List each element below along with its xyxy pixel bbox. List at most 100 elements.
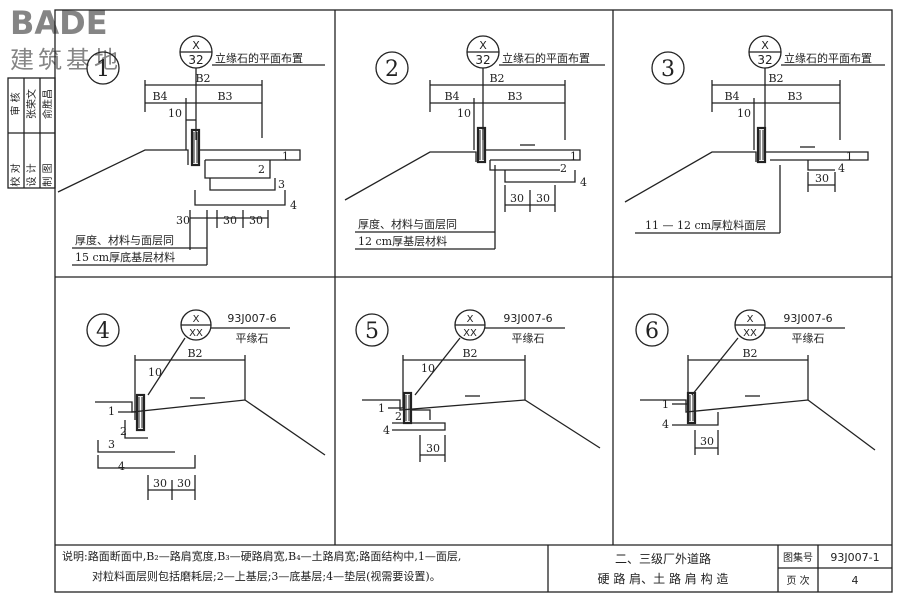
panel-5: 5 X XX 93J007-6 平缘石 B2 10 1 2 4 30 — [355, 309, 601, 462]
panel-5-ref-top: X — [467, 314, 474, 325]
panel-1-ref-top: X — [192, 39, 200, 52]
panel-5-ref-bottom: XX — [463, 328, 477, 339]
panel-1-note-2: 15 cm厚底基层材料 — [75, 250, 175, 264]
panel-4-layer-1: 1 — [108, 405, 115, 418]
panel-2-dim-b2: B2 — [489, 72, 504, 85]
panel-5-layer-1: 1 — [378, 402, 385, 415]
panel-2-caption: 立缘石的平面布置 — [502, 51, 590, 65]
drawing-title-1: 二、三级厂外道路 — [615, 551, 711, 566]
atlas-value: 93J007-1 — [830, 551, 879, 564]
panel-2-ref-bottom: 32 — [475, 53, 490, 67]
panel-4-number-circle — [86, 313, 120, 347]
panel-5-dim-10: 10 — [421, 362, 435, 375]
panel-6-caption: 平缘石 — [792, 332, 825, 345]
panel-4-ref-bottom: XX — [189, 328, 203, 339]
panel-6-ref-top: X — [747, 314, 754, 325]
panel-2-number-circle — [375, 51, 409, 85]
watermark-cn: 建筑基地 — [10, 46, 122, 74]
atlas-label: 图集号 — [783, 551, 813, 564]
panel-2-ref-top: X — [479, 39, 487, 52]
panel-6-dim-30: 30 — [700, 435, 714, 448]
panel-2-layer-4: 4 — [580, 176, 587, 189]
panel-6-ref-code: 93J007-6 — [783, 312, 832, 325]
panel-2-dim-30b: 30 — [536, 192, 550, 205]
page-value: 4 — [852, 574, 859, 587]
panel-1-number-circle — [86, 51, 120, 85]
role-review: 审 核 — [9, 92, 22, 115]
panel-6-dim-b2: B2 — [742, 347, 757, 360]
panel-1-dim-30b: 30 — [223, 214, 237, 227]
role-draw: 制 图 — [41, 163, 54, 186]
panel-2-layer-2: 2 — [560, 162, 567, 175]
panel-4-layer-2: 2 — [120, 425, 127, 438]
panel-3-layer-1: 1 — [846, 150, 853, 163]
panel-5-number-circle — [355, 313, 389, 347]
panel-3-number: 3 — [661, 57, 675, 82]
panel-3-ref-bottom: 32 — [757, 53, 772, 67]
panel-4-dim-b2: B2 — [187, 347, 202, 360]
panel-4-ref-top: X — [193, 314, 200, 325]
panel-4: 4 X XX 93J007-6 平缘石 B2 10 1 2 3 4 30 30 — [86, 309, 326, 500]
panel-2-number: 2 — [385, 57, 399, 82]
panel-2-layer-1: 1 — [570, 150, 577, 163]
notes-line-1: 说明:路面断面中,B₂—路肩宽度,B₃—硬路肩宽,B₄—土路肩宽;路面结构中,1… — [62, 549, 461, 563]
panel-2-dim-b4: B4 — [444, 90, 459, 103]
sheet-frame — [54, 9, 893, 593]
panel-1-dim-30c: 30 — [249, 214, 263, 227]
watermark-brand: BADE — [10, 4, 108, 42]
panel-4-caption: 平缘石 — [236, 332, 269, 345]
panel-3-dim-b3: B3 — [787, 90, 802, 103]
panel-1-number: 1 — [96, 57, 110, 82]
panel-3-dim-10: 10 — [737, 107, 751, 120]
drawing-title-2: 硬 路 肩、土 路 肩 构 造 — [598, 571, 729, 586]
panel-4-layer-3: 3 — [108, 438, 115, 451]
panel-1-dim-b3: B3 — [217, 90, 232, 103]
signature-block: 审 核 校 对 设 计 制 图 张荣文 俞胜昌 — [7, 77, 56, 189]
panel-5-number: 5 — [365, 319, 379, 344]
panel-3-dim-30: 30 — [815, 172, 829, 185]
panel-1-layer-1: 1 — [282, 150, 289, 163]
panel-2-note-2: 12 cm厚基层材料 — [358, 234, 447, 248]
role-check: 校 对 — [9, 163, 22, 186]
panel-1-layer-4: 4 — [290, 199, 297, 212]
panel-1-dim-b2: B2 — [195, 72, 210, 85]
panel-2: 2 X 32 立缘石的平面布置 B2 B4 B3 10 1 2 4 30 30 — [344, 35, 605, 250]
panel-6-layer-1: 1 — [662, 398, 669, 411]
panel-1: 1 X 32 立缘石的平面布置 B2 B4 B3 10 1 2 3 4 — [57, 35, 325, 266]
panel-4-layer-4: 4 — [118, 460, 125, 473]
panel-3-dim-b2: B2 — [768, 72, 783, 85]
name-2: 俞胜昌 — [41, 89, 54, 119]
watermark-logo: BADE 建筑基地 — [10, 4, 122, 74]
panel-5-layer-4: 4 — [383, 424, 390, 437]
panel-3-note-1: 11 — 12 cm厚粒料面层 — [645, 218, 766, 232]
panel-1-layer-2: 2 — [258, 163, 265, 176]
panel-1-note-1: 厚度、材料与面层同 — [75, 233, 174, 247]
panel-1-caption: 立缘石的平面布置 — [215, 51, 303, 65]
notes-line-2: 对粒料面层则包括磨耗层;2—上基层;3—底基层;4—垫层(视需要设置)。 — [92, 569, 441, 583]
panel-3-caption: 立缘石的平面布置 — [784, 51, 872, 65]
panel-4-dim-30a: 30 — [153, 477, 167, 490]
panel-5-caption: 平缘石 — [512, 332, 545, 345]
panel-6: 6 X XX 93J007-6 平缘石 B2 1 4 30 — [635, 309, 876, 455]
panel-3-layer-4: 4 — [838, 162, 845, 175]
panel-1-layer-3: 3 — [278, 178, 285, 191]
panel-2-note-1: 厚度、材料与面层同 — [358, 217, 457, 231]
name-1: 张荣文 — [25, 89, 38, 119]
panel-2-dim-30a: 30 — [510, 192, 524, 205]
panel-3: 3 X 32 立缘石的平面布置 B2 B4 B3 10 1 4 30 11 — … — [624, 35, 885, 234]
panel-3-number-circle — [651, 51, 685, 85]
panel-5-layer-2: 2 — [395, 410, 402, 423]
panel-1-dim-b4: B4 — [152, 90, 167, 103]
panel-2-dim-b3: B3 — [507, 90, 522, 103]
panel-6-number-circle — [635, 313, 669, 347]
panel-6-layer-4: 4 — [662, 418, 669, 431]
panel-3-ref-top: X — [761, 39, 769, 52]
page-label: 页 次 — [786, 574, 809, 587]
panel-4-ref-code: 93J007-6 — [227, 312, 276, 325]
panel-4-dim-30b: 30 — [177, 477, 191, 490]
panel-3-dim-b4: B4 — [724, 90, 739, 103]
panel-4-dim-10: 10 — [148, 366, 162, 379]
panel-4-number: 4 — [96, 319, 110, 344]
panel-2-dim-10: 10 — [457, 107, 471, 120]
